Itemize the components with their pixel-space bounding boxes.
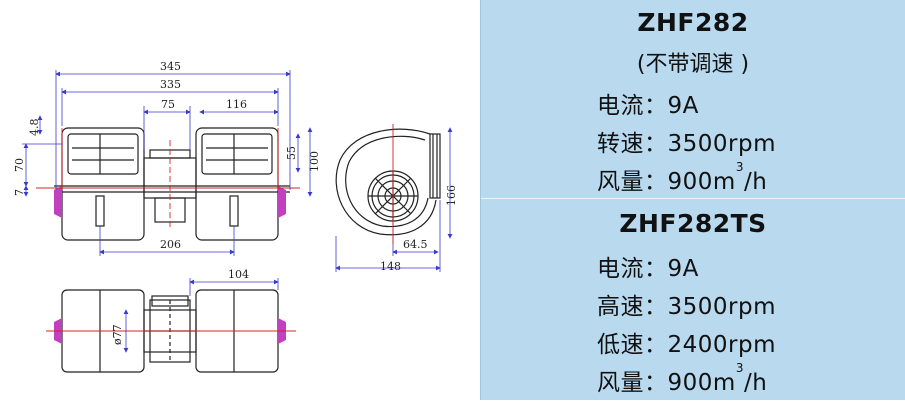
dim-4-8: 4.8: [28, 119, 41, 137]
spec-section-zhf282: ZHF282 (不带调速 ) 电流：9A 转速：3500rpm 风量：900m3…: [481, 0, 905, 198]
dim-7: 7: [13, 189, 26, 196]
model-title: ZHF282TS: [619, 209, 767, 238]
model-subtitle: (不带调速 ): [636, 52, 750, 77]
section-divider: [481, 198, 905, 199]
model-title: ZHF282: [637, 8, 749, 37]
front-dimension-labels: 345 335 75 116 4.8 70 7 55 100 206 104 ø…: [13, 60, 458, 345]
spec-airflow: 风量：900m3/h: [597, 361, 768, 397]
dim-70: 70: [13, 158, 26, 172]
spec-airflow-label: 风量：: [597, 370, 668, 396]
spec-airflow-value: 900m: [667, 370, 736, 396]
spec-airflow-label: 风量：: [597, 169, 668, 195]
spec-speed-value: 3500rpm: [667, 131, 776, 157]
spec-speed-label: 转速：: [597, 131, 668, 157]
spec-airflow: 风量：900m3/h: [597, 160, 768, 196]
spec-current-label: 电流：: [597, 256, 668, 282]
spec-current-value: 9A: [667, 256, 699, 282]
spec-airflow-exponent: 3: [735, 361, 744, 375]
spec-airflow-unit: /h: [743, 169, 768, 195]
side-view: [335, 128, 441, 236]
dim-64-5: 64.5: [403, 238, 428, 251]
dim-345: 345: [160, 60, 181, 73]
spec-section-zhf282ts: ZHF282TS 电流：9A 高速：3500rpm 低速：2400rpm 风量：…: [481, 199, 905, 400]
technical-drawing: 345 335 75 116 4.8 70 7 55 100 206 104 ø…: [13, 60, 458, 373]
spec-high-speed-label: 高速：: [597, 294, 668, 320]
spec-current: 电流：9A: [597, 86, 699, 120]
front-dimensions: [22, 70, 313, 256]
dim-d77: ø77: [111, 324, 124, 345]
front-motor-ends: [54, 186, 286, 218]
spec-high-speed: 高速：3500rpm: [597, 287, 776, 321]
spec-airflow-value: 900m: [667, 169, 736, 195]
spec-current-label: 电流：: [597, 93, 668, 119]
dim-335: 335: [160, 78, 181, 91]
spec-speed: 转速：3500rpm: [597, 124, 776, 158]
spec-current: 电流：9A: [597, 249, 699, 283]
dim-116: 116: [226, 98, 247, 111]
dim-55: 55: [285, 146, 298, 160]
front-view: [54, 127, 290, 241]
top-dimensions: [123, 278, 279, 353]
spec-low-speed-label: 低速：: [597, 332, 668, 358]
spec-high-speed-value: 3500rpm: [667, 294, 776, 320]
dim-75: 75: [161, 98, 175, 111]
dim-166: 166: [445, 185, 458, 206]
dim-100: 100: [308, 151, 321, 172]
spec-airflow-exponent: 3: [735, 160, 744, 174]
spec-panel: ZHF282 (不带调速 ) 电流：9A 转速：3500rpm 风量：900m3…: [480, 0, 905, 400]
dim-148: 148: [380, 260, 401, 273]
spec-low-speed: 低速：2400rpm: [597, 325, 776, 359]
spec-low-speed-value: 2400rpm: [667, 332, 776, 358]
front-centerlines: [36, 128, 300, 230]
dim-206: 206: [160, 238, 181, 251]
spec-airflow-unit: /h: [743, 370, 768, 396]
spec-current-value: 9A: [667, 93, 699, 119]
dim-104: 104: [228, 268, 249, 281]
